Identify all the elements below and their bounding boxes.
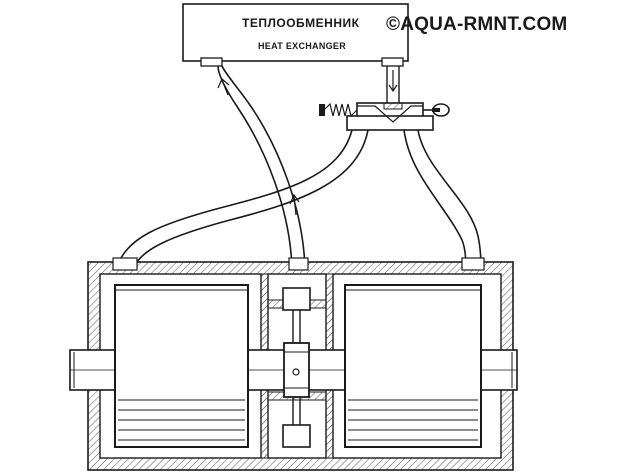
supply-pipe-left [116,129,353,269]
watermark: ©AQUA-RMNT.COM [386,14,567,35]
flow-arrow-up-icon [289,193,300,216]
pipes [116,65,482,269]
heat-exchanger: ТЕПЛООБМЕННИК HEAT EXCHANGER [182,3,409,67]
three-way-valve [319,66,450,131]
left-rotor [114,284,249,448]
supply-pipe-right [403,129,467,269]
valve-spring-icon [323,102,358,118]
return-pipe [217,65,293,269]
flow-arrow-down-icon [388,70,398,93]
right-rotor [344,284,482,448]
heat-exchanger-title-ru: ТЕПЛООБМЕННИК [242,16,360,30]
flow-arrow-up-icon [217,78,230,96]
heat-exchanger-title-en: HEAT EXCHANGER [258,41,346,51]
central-impeller [282,287,311,448]
